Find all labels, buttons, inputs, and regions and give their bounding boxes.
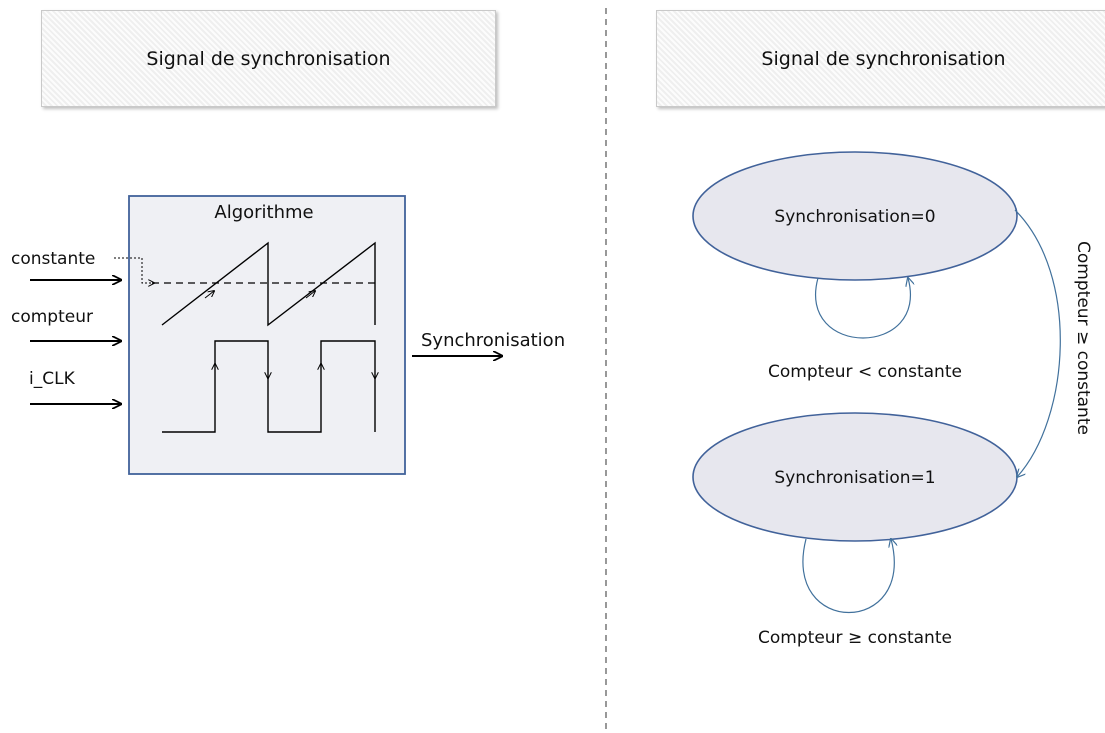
algorithm-block [128, 195, 406, 475]
state-sync-0 [692, 151, 1018, 281]
input-label-constante: constante [11, 249, 95, 269]
transition-0-to-1 [1014, 209, 1061, 477]
square-wave [162, 340, 376, 433]
state-sync-1-label: Synchronisation=1 [774, 468, 935, 488]
self-loop-state-0 [815, 278, 911, 339]
self-loop-state-1 [802, 539, 894, 613]
input-label-compteur: compteur [11, 307, 93, 327]
constante-link [114, 257, 154, 283]
cross-marker-2 [305, 291, 315, 299]
left-title-box: Signal de synchronisation [41, 10, 496, 107]
left-title: Signal de synchronisation [146, 47, 391, 70]
right-title: Signal de synchronisation [761, 47, 1006, 70]
output-label: Synchronisation [421, 330, 565, 351]
transition-0-to-1-label: Compteur ≥ constante [1073, 241, 1093, 435]
algorithm-title: Algorithme [214, 202, 313, 223]
self-loop-state-1-label: Compteur ≥ constante [758, 628, 952, 648]
self-loop-state-0-label: Compteur < constante [768, 362, 962, 382]
sawtooth-wave [161, 241, 376, 327]
cross-marker-1 [204, 291, 214, 299]
right-title-box: Signal de synchronisation [656, 10, 1105, 107]
state-sync-0-label: Synchronisation=0 [774, 207, 935, 227]
input-label-clk: i_CLK [29, 369, 76, 389]
